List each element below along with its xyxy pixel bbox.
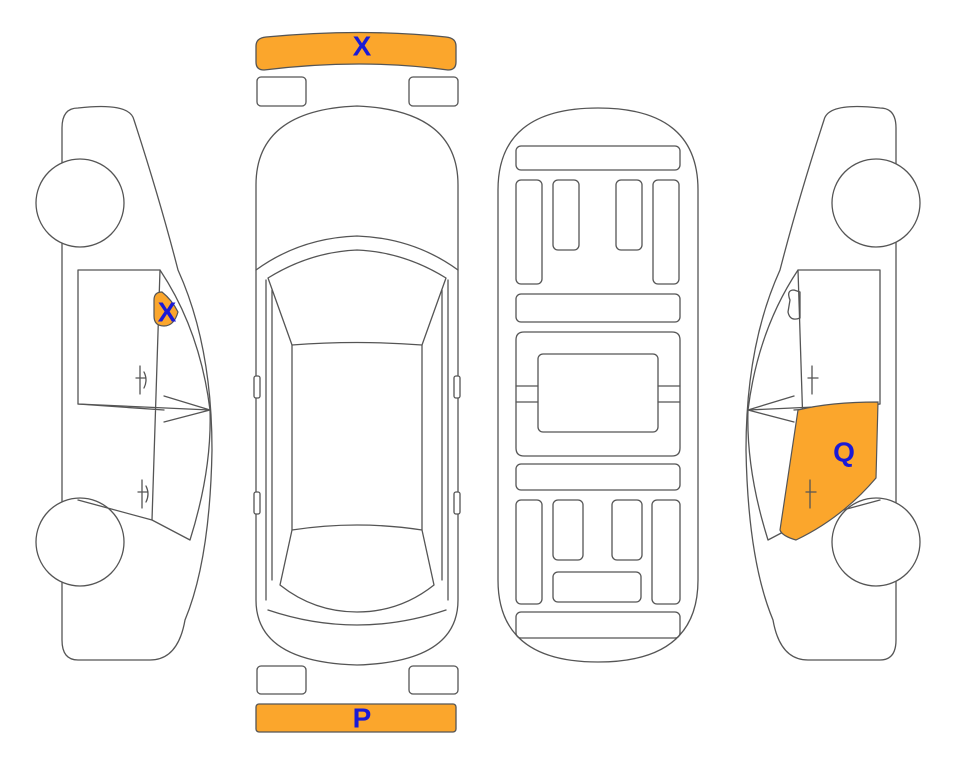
rear-right-light[interactable]: [408, 665, 459, 695]
right-rear-door-label: Q: [833, 437, 855, 468]
right-rear-wheel[interactable]: [831, 497, 921, 587]
left-window-frame: [77, 269, 211, 411]
right-mirror-rear[interactable]: [453, 491, 461, 515]
right-side-outline: [745, 105, 897, 661]
top-view-car: [253, 105, 461, 666]
front-right-light[interactable]: [408, 76, 459, 107]
right-rear-door-shape[interactable]: [779, 401, 879, 541]
right-a-pillar: [441, 279, 449, 601]
left-handle-shape[interactable]: [153, 291, 179, 327]
front-bumper-part[interactable]: X: [255, 31, 457, 71]
left-rear-wheel[interactable]: [35, 497, 125, 587]
roof: [291, 344, 423, 531]
left-side-outline: [61, 105, 213, 661]
underbody-view: [497, 107, 699, 663]
rear-left-light[interactable]: [256, 665, 307, 695]
left-side-damage[interactable]: X: [153, 291, 179, 328]
rear-bumper-part[interactable]: P: [255, 703, 457, 734]
left-front-wheel[interactable]: [35, 158, 125, 248]
trunk-line: [267, 609, 447, 626]
top-view-body: [255, 105, 459, 666]
left-mirror-rear[interactable]: [253, 491, 261, 515]
front-bumper-shape[interactable]: [255, 31, 457, 71]
right-side-view: Q: [745, 105, 921, 661]
left-a-pillar: [265, 279, 273, 601]
rear-bumper-shape[interactable]: [255, 703, 457, 733]
right-front-wheel[interactable]: [831, 158, 921, 248]
hood-line: [255, 235, 459, 271]
windshield: [267, 249, 447, 346]
right-mirror-front[interactable]: [453, 375, 461, 399]
left-handle-label: X: [158, 297, 177, 328]
left-mirror-front[interactable]: [253, 375, 261, 399]
rear-bumper-label: P: [353, 703, 372, 734]
underbody-outline: [497, 107, 699, 663]
right-window-frame: [747, 269, 881, 411]
right-side-damage[interactable]: Q: [779, 401, 879, 541]
left-side-view: X: [35, 105, 213, 661]
front-left-light[interactable]: [256, 76, 307, 107]
front-bumper-label: X: [353, 31, 372, 62]
rear-window: [279, 524, 435, 613]
